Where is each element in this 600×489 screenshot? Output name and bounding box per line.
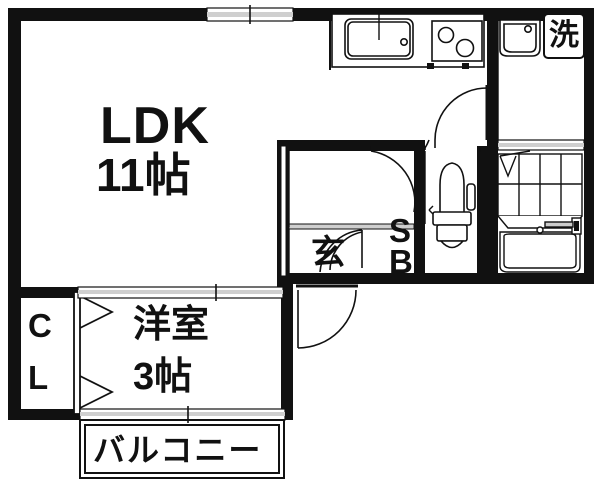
shoebox-label-s: S [389, 212, 412, 249]
balcony-outline [79, 419, 285, 479]
washing-machine-space [543, 13, 585, 59]
vanity-basin [499, 19, 541, 57]
windows [77, 5, 585, 423]
toilet [428, 162, 476, 249]
partitions [77, 21, 414, 414]
balcony-label: バルコニー [93, 432, 263, 468]
ldk-north-window [206, 5, 294, 24]
detail-lines [288, 21, 499, 273]
washer-label: 洗 [549, 19, 579, 52]
hallway-ldk-opening [280, 145, 287, 277]
closet-label-c: C [28, 307, 52, 344]
shoebox-label-b: B [389, 243, 413, 280]
bedroom-label: 洋室 [133, 304, 210, 346]
bedroom-north-window [77, 284, 284, 301]
door-swings [296, 85, 489, 349]
bath-partition-window [497, 139, 585, 151]
bedroom-size-label: 3帖 [133, 356, 193, 398]
kitchen-counter [331, 9, 485, 69]
ldk-size-label: 11帖 [96, 149, 191, 201]
bathtub-unit [497, 150, 583, 273]
entrance-label: 玄 [311, 234, 345, 272]
closet-label-l: L [28, 359, 49, 396]
ldk-label: LDK [100, 97, 210, 155]
closet-folding-doors [73, 291, 115, 415]
